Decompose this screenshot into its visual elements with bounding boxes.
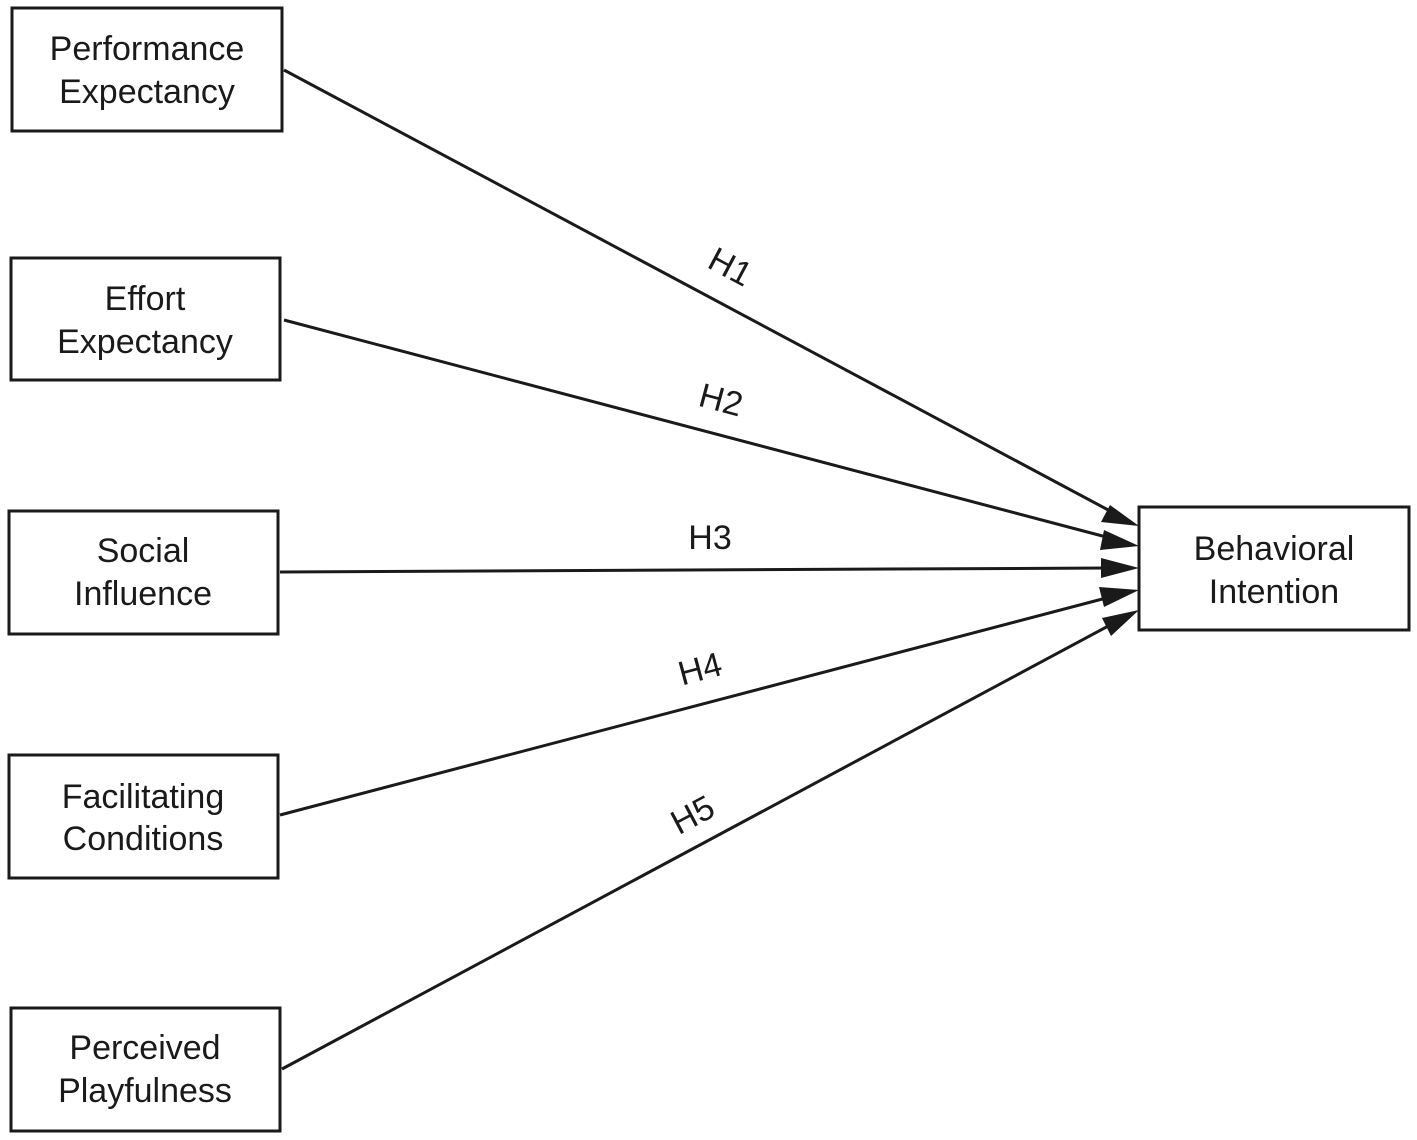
- edge-h4: H4: [279, 587, 1139, 817]
- node-effort-expectancy: Effort Expectancy: [9, 256, 282, 382]
- node-label-line2: Playfulness: [58, 1072, 232, 1110]
- arrow-head-h4: [1099, 587, 1139, 607]
- node-box: [1137, 505, 1411, 632]
- edge-line-h5: [281, 622, 1113, 1071]
- edge-line-h1: [283, 68, 1113, 514]
- edge-label-h1: H1: [702, 240, 758, 294]
- node-behavioral-intention: Behavioral Intention: [1137, 505, 1411, 632]
- edge-label-h4: H4: [674, 645, 726, 693]
- edge-line-h2: [283, 318, 1111, 540]
- edge-line-h4: [279, 595, 1111, 817]
- edge-h3: H3: [279, 519, 1139, 578]
- node-perceived-playfulness: Perceived Playfulness: [9, 1006, 282, 1133]
- node-label-line2: Expectancy: [57, 323, 233, 361]
- node-label-line1: Perceived: [69, 1029, 220, 1067]
- edge-h1: H1: [283, 68, 1139, 526]
- node-label-line2: Conditions: [63, 820, 224, 858]
- node-label-line2: Expectancy: [59, 73, 235, 111]
- edge-line-h3: [279, 566, 1109, 574]
- node-facilitating-conditions: Facilitating Conditions: [7, 753, 280, 880]
- node-performance-expectancy: Performance Expectancy: [10, 6, 284, 133]
- edge-label-h3: H3: [688, 519, 731, 557]
- node-label-line1: Facilitating: [62, 778, 225, 816]
- node-box: [7, 509, 280, 636]
- node-label-line2: Influence: [74, 575, 212, 613]
- arrow-head-h1: [1101, 505, 1139, 526]
- edge-label-h5: H5: [665, 788, 721, 842]
- node-label-line1: Social: [97, 532, 190, 570]
- arrow-head-h5: [1102, 610, 1139, 636]
- node-social-influence: Social Influence: [7, 509, 280, 636]
- node-box: [9, 1006, 282, 1133]
- arrow-head-h2: [1100, 530, 1139, 550]
- arrow-head-h3: [1101, 558, 1139, 578]
- node-box: [9, 256, 282, 382]
- edge-h2: H2: [283, 318, 1139, 550]
- node-box: [10, 6, 284, 133]
- node-box: [7, 753, 280, 880]
- node-label-line1: Performance: [50, 30, 245, 68]
- node-label-line1: Behavioral: [1194, 530, 1355, 568]
- node-label-line2: Intention: [1209, 573, 1339, 611]
- node-label-line1: Effort: [105, 280, 186, 318]
- edge-label-h2: H2: [695, 376, 747, 424]
